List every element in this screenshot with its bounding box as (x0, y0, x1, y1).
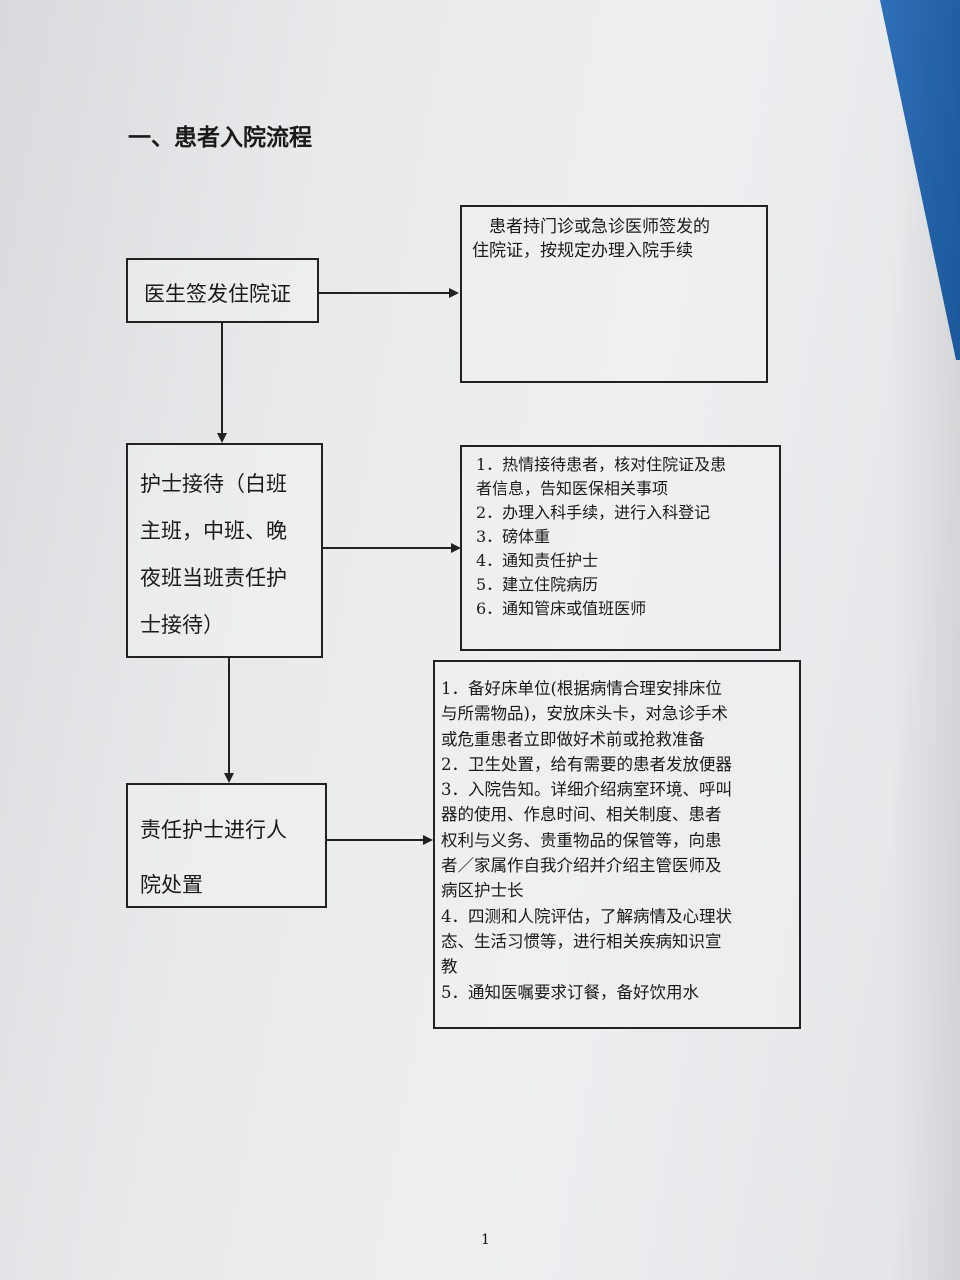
detail-line: 器的使用、作息时间、相关制度、患者 (441, 805, 722, 825)
step-box-nurse-reception: 护士接待（白班 主班，中班、晚 夜班当班责任护 士接待） (126, 443, 323, 658)
arrowhead-icon (451, 543, 461, 553)
detail-line: 教 (441, 957, 458, 977)
detail-box-reception-tasks: 1．热情接待患者，核对住院证及患 者信息，告知医保相关事项 2．办理入科手续，进… (460, 445, 781, 651)
step-box-doctor-issues: 医生签发住院证 (126, 258, 319, 323)
detail-line: 病区护士长 (441, 881, 524, 901)
arrow-right-2 (323, 547, 451, 549)
detail-box-admission-cert: 患者持门诊或急诊医师签发的 住院证，按规定办理入院手续 (460, 205, 768, 383)
page-shadow (890, 0, 960, 1280)
detail-line: 住院证，按规定办理入院手续 (472, 241, 693, 261)
detail-line: 4．通知责任护士 (476, 551, 599, 570)
detail-line: 3．入院告知。详细介绍病室环境、呼叫 (441, 780, 732, 800)
detail-line: 患者持门诊或急诊医师签发的 (472, 217, 710, 237)
arrowhead-icon (217, 433, 227, 443)
detail-line: 5．通知医嘱要求订餐，备好饮用水 (441, 982, 699, 1002)
detail-line: 5．建立住院病历 (476, 575, 599, 594)
page-title: 一、患者入院流程 (128, 125, 312, 151)
detail-line: 权利与义务、贵重物品的保管等，向患 (441, 830, 722, 850)
detail-line: 者信息，告知医保相关事项 (476, 479, 669, 498)
step-box-nurse-admission-handling: 责任护士进行人 院处置 (126, 783, 327, 908)
step-label: 夜班当班责任护 (140, 566, 287, 590)
arrowhead-icon (224, 773, 234, 783)
arrowhead-icon (423, 835, 433, 845)
arrowhead-icon (449, 288, 459, 298)
page-number: 1 (481, 1232, 490, 1248)
detail-line: 态、生活习惯等，进行相关疾病知识宣 (441, 931, 722, 951)
step-label: 院处置 (140, 873, 203, 897)
detail-line: 者／家属作自我介绍并介绍主管医师及 (441, 856, 722, 876)
arrow-right-1 (319, 292, 449, 294)
step-label: 护士接待（白班 (140, 472, 287, 496)
detail-line: 1．备好床单位(根据病情合理安排床位 (441, 679, 722, 698)
arrow-down-2 (228, 658, 230, 773)
detail-box-admission-handling: 1．备好床单位(根据病情合理安排床位 与所需物品)，安放床头卡，对急诊手术 或危… (433, 660, 801, 1029)
detail-line: 与所需物品)，安放床头卡，对急诊手术 (441, 704, 728, 724)
arrow-down-1 (221, 323, 223, 433)
step-label: 士接待） (140, 613, 224, 637)
detail-line: 或危重患者立即做好术前或抢救准备 (441, 729, 705, 749)
detail-line: 6．通知管床或值班医师 (476, 599, 647, 618)
detail-line: 1．热情接待患者，核对住院证及患 (476, 455, 727, 474)
arrow-right-3 (327, 839, 423, 841)
step-label: 医生签发住院证 (144, 282, 291, 306)
step-label: 主班，中班、晚 (140, 519, 287, 543)
detail-line: 2．卫生处置，给有需要的患者发放便器 (441, 754, 732, 774)
detail-line: 4．四测和人院评估，了解病情及心理状 (441, 906, 732, 926)
step-label: 责任护士进行人 (140, 818, 287, 842)
detail-line: 2．办理入科手续，进行入科登记 (476, 503, 711, 522)
detail-line: 3．磅体重 (476, 527, 551, 546)
